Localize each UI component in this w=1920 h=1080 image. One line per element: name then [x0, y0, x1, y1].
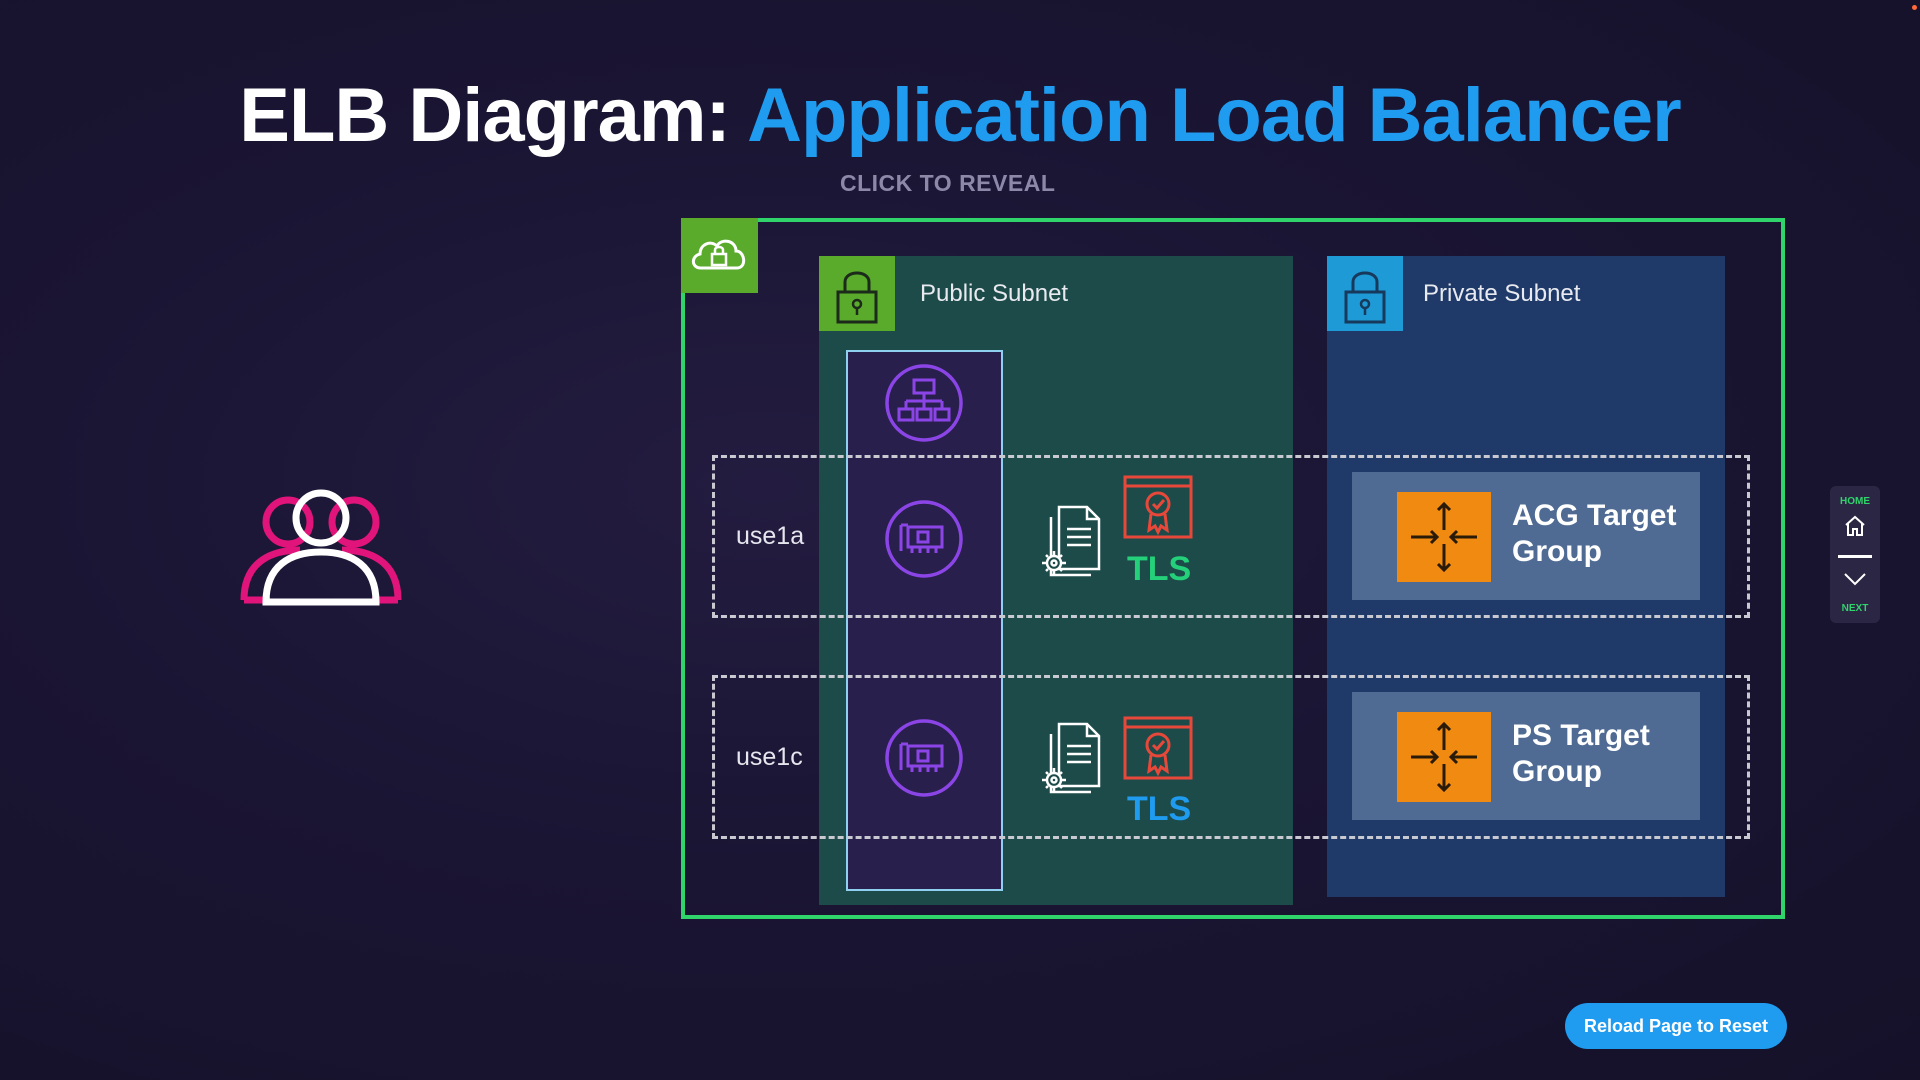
click-to-reveal-button[interactable]: CLICK TO REVEAL: [840, 170, 1056, 196]
network-interface-icon[interactable]: [884, 499, 964, 579]
next-label[interactable]: NEXT: [1841, 603, 1869, 614]
reload-reset-button[interactable]: Reload Page to Reset: [1565, 1003, 1787, 1049]
target-group-label: ACG Target Group: [1512, 499, 1677, 568]
title-accent: Application Load Balancer: [747, 73, 1682, 158]
slide-navigation: HOME NEXT: [1830, 486, 1880, 623]
nav-divider: [1838, 555, 1872, 558]
users-icon: [240, 489, 402, 606]
private-subnet-badge: [1327, 256, 1403, 331]
title-prefix: ELB Diagram:: [239, 73, 731, 158]
document-gear-icon: [1042, 505, 1101, 577]
target-group-ps[interactable]: PS Target Group: [1352, 692, 1700, 820]
status-dot: [1912, 5, 1917, 10]
target-group-arrows-icon: [1397, 712, 1491, 802]
padlock-icon: [1344, 271, 1386, 324]
chevron-down-icon[interactable]: [1843, 571, 1867, 587]
availability-zone-use1c: [712, 675, 1750, 839]
target-group-acg[interactable]: ACG Target Group: [1352, 472, 1700, 600]
vpc-badge: [681, 218, 758, 293]
padlock-icon: [836, 271, 878, 324]
cloud-lock-icon: [691, 239, 746, 270]
home-icon[interactable]: [1843, 514, 1867, 538]
target-group-label: PS Target Group: [1512, 719, 1650, 788]
network-interface-icon[interactable]: [884, 718, 964, 798]
availability-zone-use1a: [712, 455, 1750, 618]
target-group-arrows-icon: [1397, 492, 1491, 582]
tls-label-use1a: TLS: [1127, 550, 1192, 588]
az-label-use1a: use1a: [736, 522, 805, 550]
vpc-boundary: [681, 218, 1785, 919]
certificate-icon: [1123, 475, 1193, 539]
public-subnet-badge: [819, 256, 895, 331]
public-subnet-label: Public Subnet: [920, 280, 1069, 307]
page-title: ELB Diagram: Application Load Balancer: [0, 72, 1920, 159]
private-subnet-label: Private Subnet: [1423, 280, 1581, 307]
certificate-icon: [1123, 716, 1193, 780]
az-label-use1c: use1c: [736, 743, 803, 771]
load-balancer-icon[interactable]: [884, 363, 964, 443]
home-label[interactable]: HOME: [1840, 496, 1870, 507]
tls-label-use1c: TLS: [1127, 790, 1192, 828]
document-gear-icon: [1042, 722, 1101, 794]
